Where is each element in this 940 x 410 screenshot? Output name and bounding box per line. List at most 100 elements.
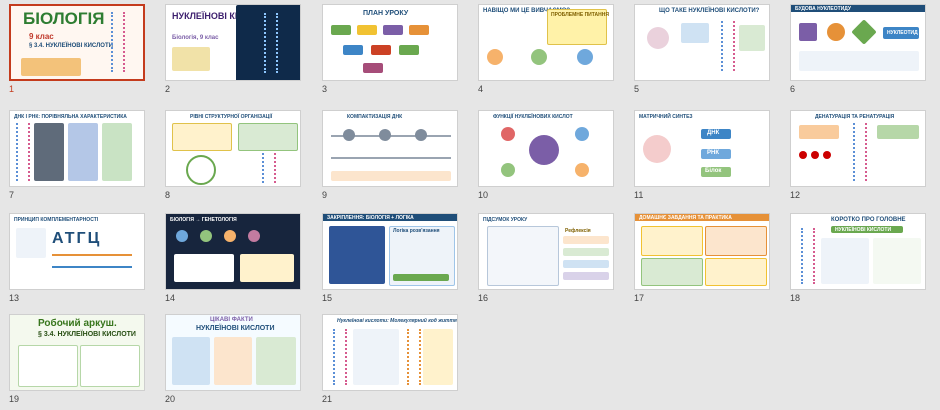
slide-thumbnail[interactable]: ЦІКАВІ ФАКТИ НУКЛЕЇНОВІ КИСЛОТИ: [165, 314, 301, 391]
slide-thumbnail[interactable]: РІВНІ СТРУКТУРНОЇ ОРГАНІЗАЦІЇ: [165, 110, 301, 187]
solution-logic-label: Логіка розв'язання: [393, 228, 440, 234]
slide-subtitle: НУКЛЕЇНОВІ КИСЛОТИ: [196, 325, 275, 332]
slide-thumbnail[interactable]: ПЛАН УРОКУ: [322, 4, 458, 81]
slide-number: 11: [634, 190, 644, 200]
slide-thumbnail[interactable]: Робочий аркуш. § 3.4. НУКЛЕЇНОВІ КИСЛОТИ: [9, 314, 145, 391]
slide-number: 6: [790, 84, 796, 94]
slide-title: БІОЛОГІЯ → ГЕНЕТОЛОГІЯ: [170, 217, 237, 223]
slide-title: НАВІЩО МИ ЦЕ ВИВЧАЄМО?: [483, 8, 571, 14]
slide-thumbnail[interactable]: БУДОВА НУКЛЕОТИДУ НУКЛЕОТИД: [790, 4, 926, 81]
slide-number: 2: [165, 84, 171, 94]
slide-number: 8: [165, 190, 171, 200]
slide-number: 17: [634, 293, 645, 303]
dna-illustration: [264, 13, 278, 73]
slide-number: 7: [9, 190, 15, 200]
slide-number: 9: [322, 190, 328, 200]
reflection-label: Рефлексія: [565, 228, 591, 234]
dna-illustration: [262, 153, 276, 183]
slide-thumbnail[interactable]: НУКЛЕЇНОВІ КИСЛОТИ Біологія, 9 клас: [165, 4, 301, 81]
slide-number: 21: [322, 394, 333, 404]
slide-7[interactable]: ДНК І РНК: ПОРІВНЯЛЬНА ХАРАКТЕРИСТИКА 7: [9, 110, 145, 206]
slide-15[interactable]: ЗАКРІПЛЕННЯ: БІОЛОГІЯ + ЛОГІКА Логіка ро…: [322, 213, 458, 309]
slide-thumbnail[interactable]: БІОЛОГІЯ 9 клас § 3.4. НУКЛЕЇНОВІ КИСЛОТ…: [9, 4, 145, 81]
slide-title: ЩО ТАКЕ НУКЛЕЇНОВІ КИСЛОТИ?: [659, 8, 760, 14]
slide-4[interactable]: НАВІЩО МИ ЦЕ ВИВЧАЄМО? ПРОБЛЕМНЕ ПИТАННЯ…: [478, 4, 614, 100]
slide-thumbnail[interactable]: ПРИНЦИП КОМПЛЕМЕНТАРНОСТІ АТГЦ: [9, 213, 145, 290]
slide-thumbnail[interactable]: ДЕНАТУРАЦІЯ ТА РЕНАТУРАЦІЯ: [790, 110, 926, 187]
slide-1[interactable]: БІОЛОГІЯ 9 клас § 3.4. НУКЛЕЇНОВІ КИСЛОТ…: [9, 4, 145, 100]
slide-title: РІВНІ СТРУКТУРНОЇ ОРГАНІЗАЦІЇ: [190, 114, 273, 120]
slide-thumbnail[interactable]: ЗАКРІПЛЕННЯ: БІОЛОГІЯ + ЛОГІКА Логіка ро…: [322, 213, 458, 290]
slide-thumbnail[interactable]: МАТРИЧНИЙ СИНТЕЗ ДНК РНК Білок: [634, 110, 770, 187]
slide-thumbnail[interactable]: БІОЛОГІЯ → ГЕНЕТОЛОГІЯ: [165, 213, 301, 290]
problem-question-box: [547, 9, 607, 45]
slide-number: 14: [165, 293, 176, 303]
slide-title: ЦІКАВІ ФАКТИ: [210, 317, 253, 323]
slide-subtitle: ПРОБЛЕМНЕ ПИТАННЯ: [551, 12, 609, 18]
nucleotide-letters: АТГЦ: [52, 230, 102, 247]
slide-number: 12: [790, 190, 801, 200]
slide-thumbnail[interactable]: ДОМАШНЄ ЗАВДАННЯ ТА ПРАКТИКА: [634, 213, 770, 290]
slide-subtitle: § 3.4. НУКЛЕЇНОВІ КИСЛОТИ: [38, 331, 136, 338]
slide-8[interactable]: РІВНІ СТРУКТУРНОЇ ОРГАНІЗАЦІЇ 8: [165, 110, 301, 206]
slide-title: ФУНКЦІЇ НУКЛЕЇНОВИХ КИСЛОТ: [493, 114, 573, 120]
slide-subtitle: § 3.4. НУКЛЕЇНОВІ КИСЛОТИ: [29, 43, 113, 49]
slide-thumbnail[interactable]: НАВІЩО МИ ЦЕ ВИВЧАЄМО? ПРОБЛЕМНЕ ПИТАННЯ: [478, 4, 614, 81]
slide-12[interactable]: ДЕНАТУРАЦІЯ ТА РЕНАТУРАЦІЯ 12: [790, 110, 926, 206]
slide-title: Робочий аркуш.: [38, 318, 117, 329]
slide-20[interactable]: ЦІКАВІ ФАКТИ НУКЛЕЇНОВІ КИСЛОТИ 20: [165, 314, 301, 410]
dna-illustration: [333, 329, 347, 385]
slide-title: НУКЛЕЇНОВІ КИСЛОТИ: [172, 11, 273, 21]
slide-11[interactable]: МАТРИЧНИЙ СИНТЕЗ ДНК РНК Білок 11: [634, 110, 770, 206]
slide-title: ПЛАН УРОКУ: [363, 10, 409, 17]
slide-21[interactable]: Нуклеїнові кислоти: Молекулярний код жит…: [322, 314, 458, 410]
slide-thumbnail[interactable]: Нуклеїнові кислоти: Молекулярний код жит…: [322, 314, 458, 391]
slide-thumbnail[interactable]: КОРОТКО ПРО ГОЛОВНЕ НУКЛЕЇНОВІ КИСЛОТИ: [790, 213, 926, 290]
slide-16[interactable]: ПІДСУМОК УРОКУ Рефлексія 16: [478, 213, 614, 309]
slide-title: ЗАКРІПЛЕННЯ: БІОЛОГІЯ + ЛОГІКА: [327, 215, 414, 221]
protein-label: Білок: [705, 168, 722, 174]
slide-title: Нуклеїнові кислоти: Молекулярний код жит…: [337, 318, 457, 324]
slide-17[interactable]: ДОМАШНЄ ЗАВДАННЯ ТА ПРАКТИКА 17: [634, 213, 770, 309]
slide-title: КОМПАКТИЗАЦІЯ ДНК: [347, 114, 403, 120]
slide-number: 10: [478, 190, 489, 200]
slide-14[interactable]: БІОЛОГІЯ → ГЕНЕТОЛОГІЯ 14: [165, 213, 301, 309]
slide-number: 19: [9, 394, 20, 404]
slide-19[interactable]: Робочий аркуш. § 3.4. НУКЛЕЇНОВІ КИСЛОТИ…: [9, 314, 145, 410]
slide-number: 5: [634, 84, 640, 94]
slide-number: 16: [478, 293, 489, 303]
slide-thumbnail[interactable]: КОМПАКТИЗАЦІЯ ДНК: [322, 110, 458, 187]
slide-thumbnail[interactable]: ФУНКЦІЇ НУКЛЕЇНОВИХ КИСЛОТ: [478, 110, 614, 187]
slide-subtitle: Біологія, 9 клас: [172, 35, 219, 41]
slide-9[interactable]: КОМПАКТИЗАЦІЯ ДНК 9: [322, 110, 458, 206]
slide-13[interactable]: ПРИНЦИП КОМПЛЕМЕНТАРНОСТІ АТГЦ 13: [9, 213, 145, 309]
slide-2[interactable]: НУКЛЕЇНОВІ КИСЛОТИ Біологія, 9 клас 2: [165, 4, 301, 100]
slide-18[interactable]: КОРОТКО ПРО ГОЛОВНЕ НУКЛЕЇНОВІ КИСЛОТИ 1…: [790, 213, 926, 309]
slide-title: КОРОТКО ПРО ГОЛОВНЕ: [831, 217, 906, 223]
slide-title: ПІДСУМОК УРОКУ: [483, 217, 528, 223]
slide-number: 20: [165, 394, 176, 404]
dna-illustration: [853, 123, 867, 181]
slide-title: БУДОВА НУКЛЕОТИДУ: [795, 6, 852, 12]
books-illustration: [21, 58, 81, 76]
dna-label: ДНК: [707, 130, 720, 136]
slide-number: 15: [322, 293, 333, 303]
slide-title: БІОЛОГІЯ: [23, 9, 105, 28]
slide-title: ДЕНАТУРАЦІЯ ТА РЕНАТУРАЦІЯ: [815, 114, 895, 120]
slide-number: 3: [322, 84, 328, 94]
slide-thumbnail[interactable]: ЩО ТАКЕ НУКЛЕЇНОВІ КИСЛОТИ?: [634, 4, 770, 81]
rna-illustration: [407, 329, 421, 385]
slide-thumbnail[interactable]: ПІДСУМОК УРОКУ Рефлексія: [478, 213, 614, 290]
slide-6[interactable]: БУДОВА НУКЛЕОТИДУ НУКЛЕОТИД 6: [790, 4, 926, 100]
slide-10[interactable]: ФУНКЦІЇ НУКЛЕЇНОВИХ КИСЛОТ 10: [478, 110, 614, 206]
slide-5[interactable]: ЩО ТАКЕ НУКЛЕЇНОВІ КИСЛОТИ? 5: [634, 4, 770, 100]
dna-image: [236, 5, 300, 80]
slide-number: 1: [9, 84, 15, 94]
slide-title: ПРИНЦИП КОМПЛЕМЕНТАРНОСТІ: [14, 217, 99, 223]
slide-number: 18: [790, 293, 801, 303]
slide-thumbnail[interactable]: ДНК І РНК: ПОРІВНЯЛЬНА ХАРАКТЕРИСТИКА: [9, 110, 145, 187]
rna-label: РНК: [707, 150, 719, 156]
slide-3[interactable]: ПЛАН УРОКУ 3: [322, 4, 458, 100]
quote-box: [172, 47, 210, 71]
